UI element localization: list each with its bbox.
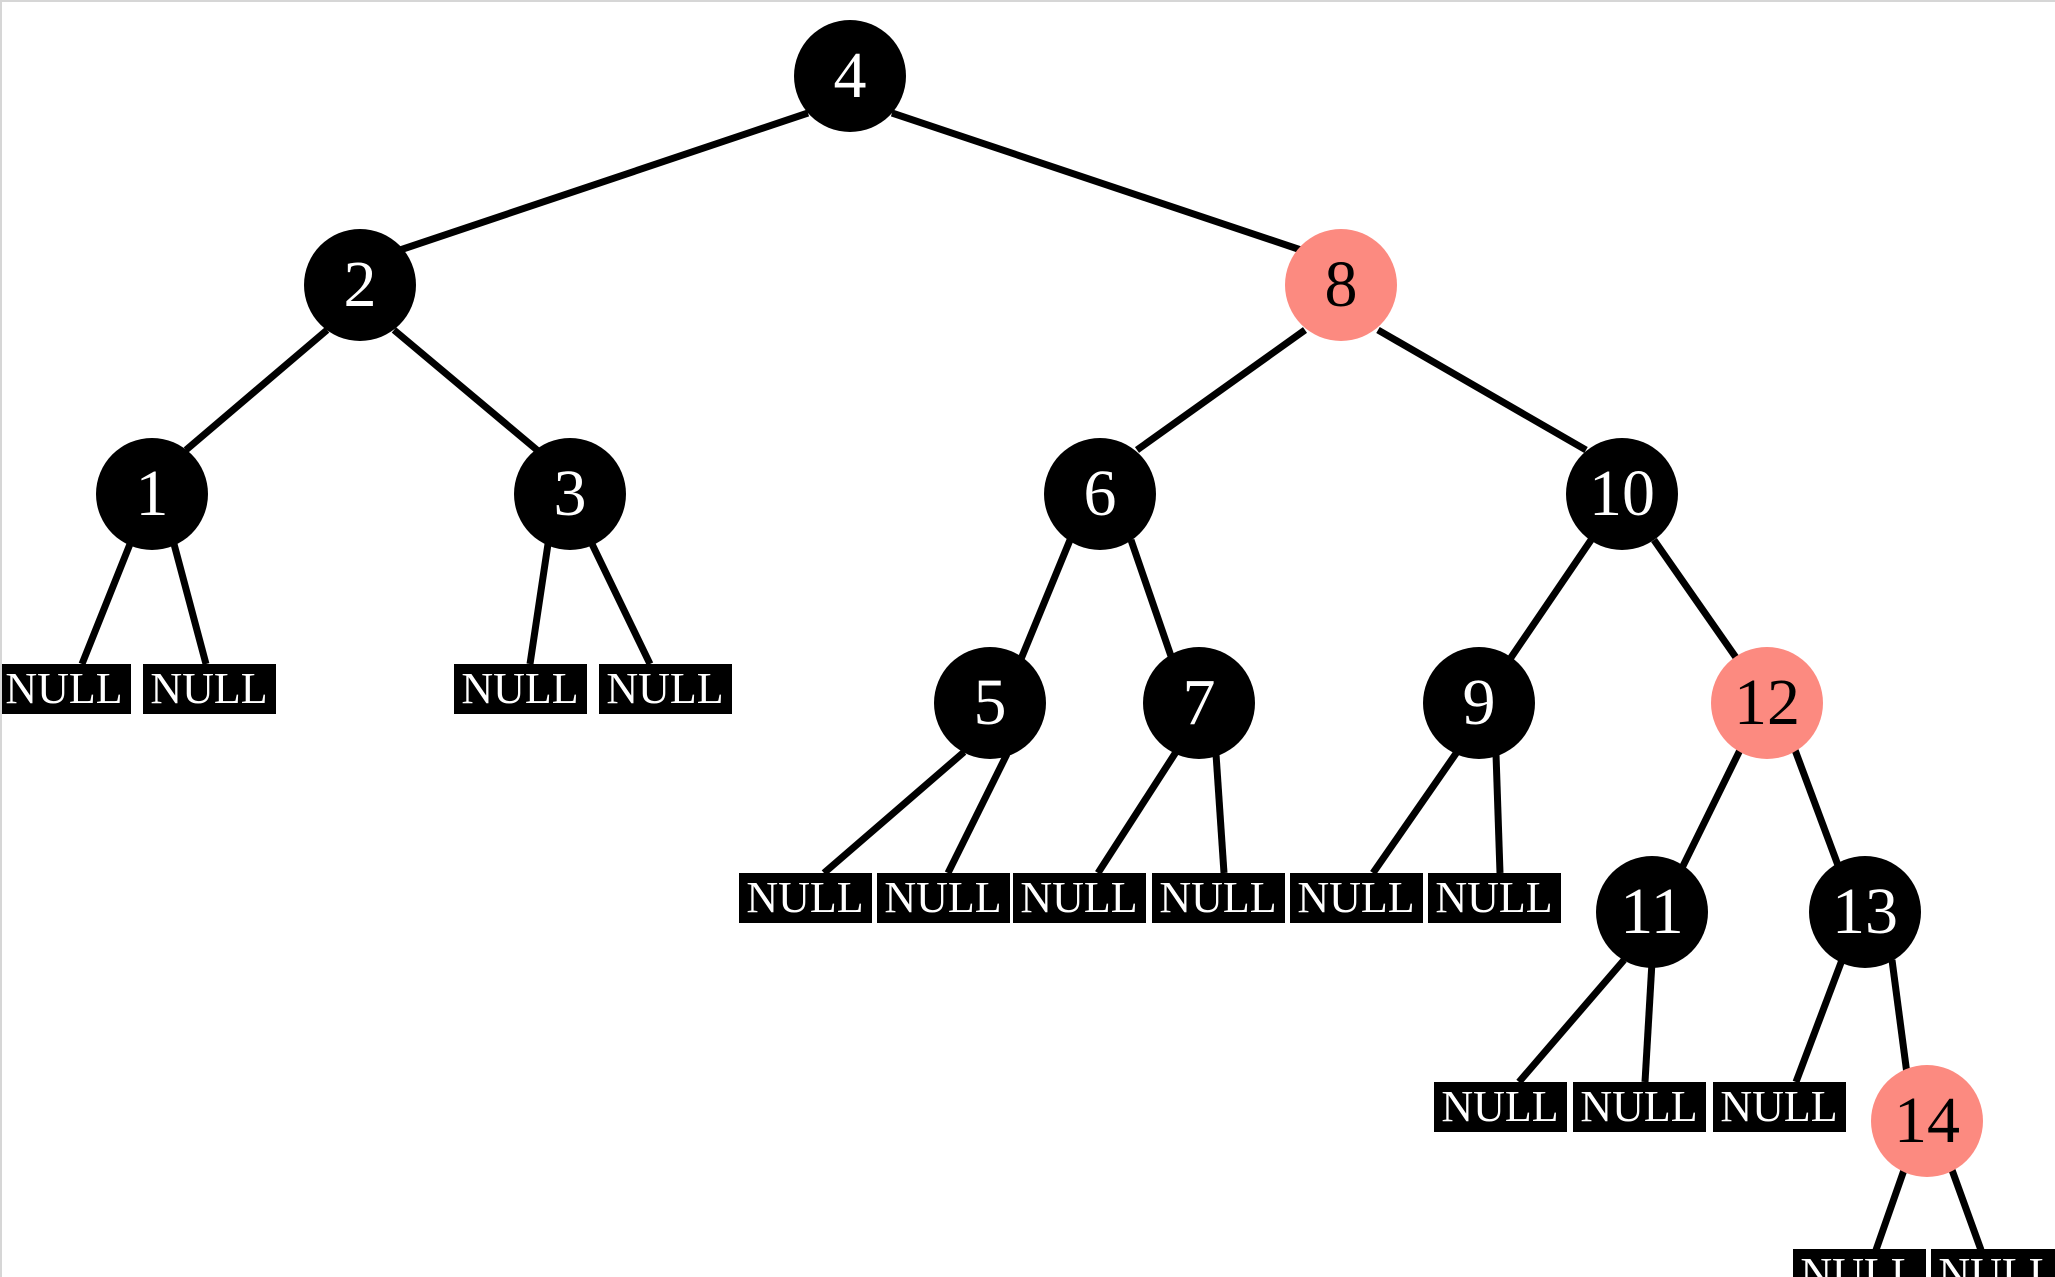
tree-edge [890, 109, 1303, 254]
tree-null-label: NULL [1800, 1249, 1918, 1277]
tree-edge [821, 749, 967, 876]
tree-null-leaf: NULL [1930, 1249, 2055, 1277]
tree-null-leaf: NULL [453, 664, 587, 714]
tree-edge [398, 109, 810, 254]
tree-null-label: NULL [1159, 873, 1277, 922]
tree-node-9[interactable]: 9 [1423, 647, 1535, 759]
tree-node-label: 2 [343, 248, 377, 321]
tree-null-leaf: NULL [1012, 873, 1146, 923]
tree-edge [1492, 753, 1504, 874]
tree-null-label: NULL [1580, 1082, 1698, 1131]
tree-node-label: 14 [1894, 1084, 1960, 1157]
tree-edge [588, 542, 654, 666]
tree-edge [1370, 750, 1460, 875]
tree-node-label: 1 [135, 457, 169, 530]
tree-null-label: NULL [150, 664, 268, 713]
tree-node-label: 3 [553, 457, 587, 530]
tree-edge [1792, 958, 1846, 1084]
tree-null-leaf: NULL [2, 664, 131, 714]
tree-node-label: 8 [1324, 248, 1358, 321]
tree-null-label: NULL [1297, 873, 1415, 922]
tree-node-7[interactable]: 7 [1143, 647, 1255, 759]
tree-node-1[interactable]: 1 [96, 438, 208, 550]
tree-null-label: NULL [884, 873, 1002, 922]
tree-edge [1516, 957, 1627, 1085]
tree-null-leaf: NULL [1572, 1082, 1706, 1132]
tree-node-label: 11 [1620, 875, 1684, 948]
tree-node-6[interactable]: 6 [1044, 438, 1156, 550]
tree-node-label: 10 [1589, 457, 1655, 530]
tree-null-leaf: NULL [1289, 873, 1423, 923]
tree-edge [1651, 537, 1740, 662]
tree-null-label: NULL [1020, 873, 1138, 922]
tree-edge [183, 327, 330, 453]
tree-node-2[interactable]: 2 [304, 229, 416, 341]
tree-node-label: 13 [1832, 875, 1898, 948]
tree-edge [1376, 326, 1588, 454]
tree-null-label: NULL [1441, 1082, 1559, 1131]
tree-node-13[interactable]: 13 [1809, 856, 1921, 968]
tree-node-14[interactable]: 14 [1871, 1065, 1983, 1177]
tree-node-4[interactable]: 4 [794, 20, 906, 132]
tree-null-leaf: NULL [598, 664, 732, 714]
tree-edge [1134, 327, 1308, 453]
tree-null-label: NULL [5, 664, 123, 713]
tree-null-label: NULL [1938, 1249, 2055, 1277]
tree-edge [78, 542, 134, 666]
tree-null-leaf: NULL [1792, 1249, 1926, 1277]
tree-node-label: 5 [973, 666, 1007, 739]
tree-null-leaf: NULL [1427, 873, 1561, 923]
tree-node-label: 4 [833, 39, 867, 112]
tree-null-label: NULL [1435, 873, 1553, 922]
tree-null-leaf: NULL [1433, 1082, 1567, 1132]
tree-null-leaf: NULL [1151, 873, 1285, 923]
tree-edge [391, 327, 540, 453]
tree-edge [170, 543, 210, 665]
tree-node-5[interactable]: 5 [934, 647, 1046, 759]
tree-null-label: NULL [461, 664, 579, 713]
tree-node-10[interactable]: 10 [1566, 438, 1678, 550]
tree-edge [526, 543, 552, 665]
tree-edge [1888, 959, 1911, 1075]
tree-edge [1872, 1168, 1908, 1252]
tree-null-leaf: NULL [738, 873, 872, 923]
tree-edge [1127, 538, 1176, 661]
tree-edge [1948, 1168, 1985, 1252]
tree-edge [1095, 750, 1179, 875]
tree-edge [1507, 538, 1594, 661]
tree-null-label: NULL [1720, 1082, 1838, 1131]
tree-edge [1791, 748, 1843, 870]
tree-null-label: NULL [746, 873, 864, 922]
tree-edge [1017, 538, 1074, 661]
tree-node-label: 9 [1462, 666, 1496, 739]
tree-edge [1641, 961, 1656, 1083]
tree-node-8[interactable]: 8 [1285, 229, 1397, 341]
tree-edge [1212, 753, 1228, 874]
tree-null-leaf: NULL [876, 873, 1010, 923]
tree-node-12[interactable]: 12 [1711, 647, 1823, 759]
tree-null-leaf: NULL [142, 664, 276, 714]
tree-null-label: NULL [606, 664, 724, 713]
tree-node-11[interactable]: 11 [1596, 856, 1708, 968]
tree-node-label: 12 [1734, 666, 1800, 739]
tree-node-label: 7 [1182, 666, 1216, 739]
tree-node-label: 6 [1083, 457, 1117, 530]
tree-edge [1678, 748, 1744, 870]
tree-node-3[interactable]: 3 [514, 438, 626, 550]
tree-null-leaf: NULL [1712, 1082, 1846, 1132]
tree-edge [944, 752, 1011, 875]
